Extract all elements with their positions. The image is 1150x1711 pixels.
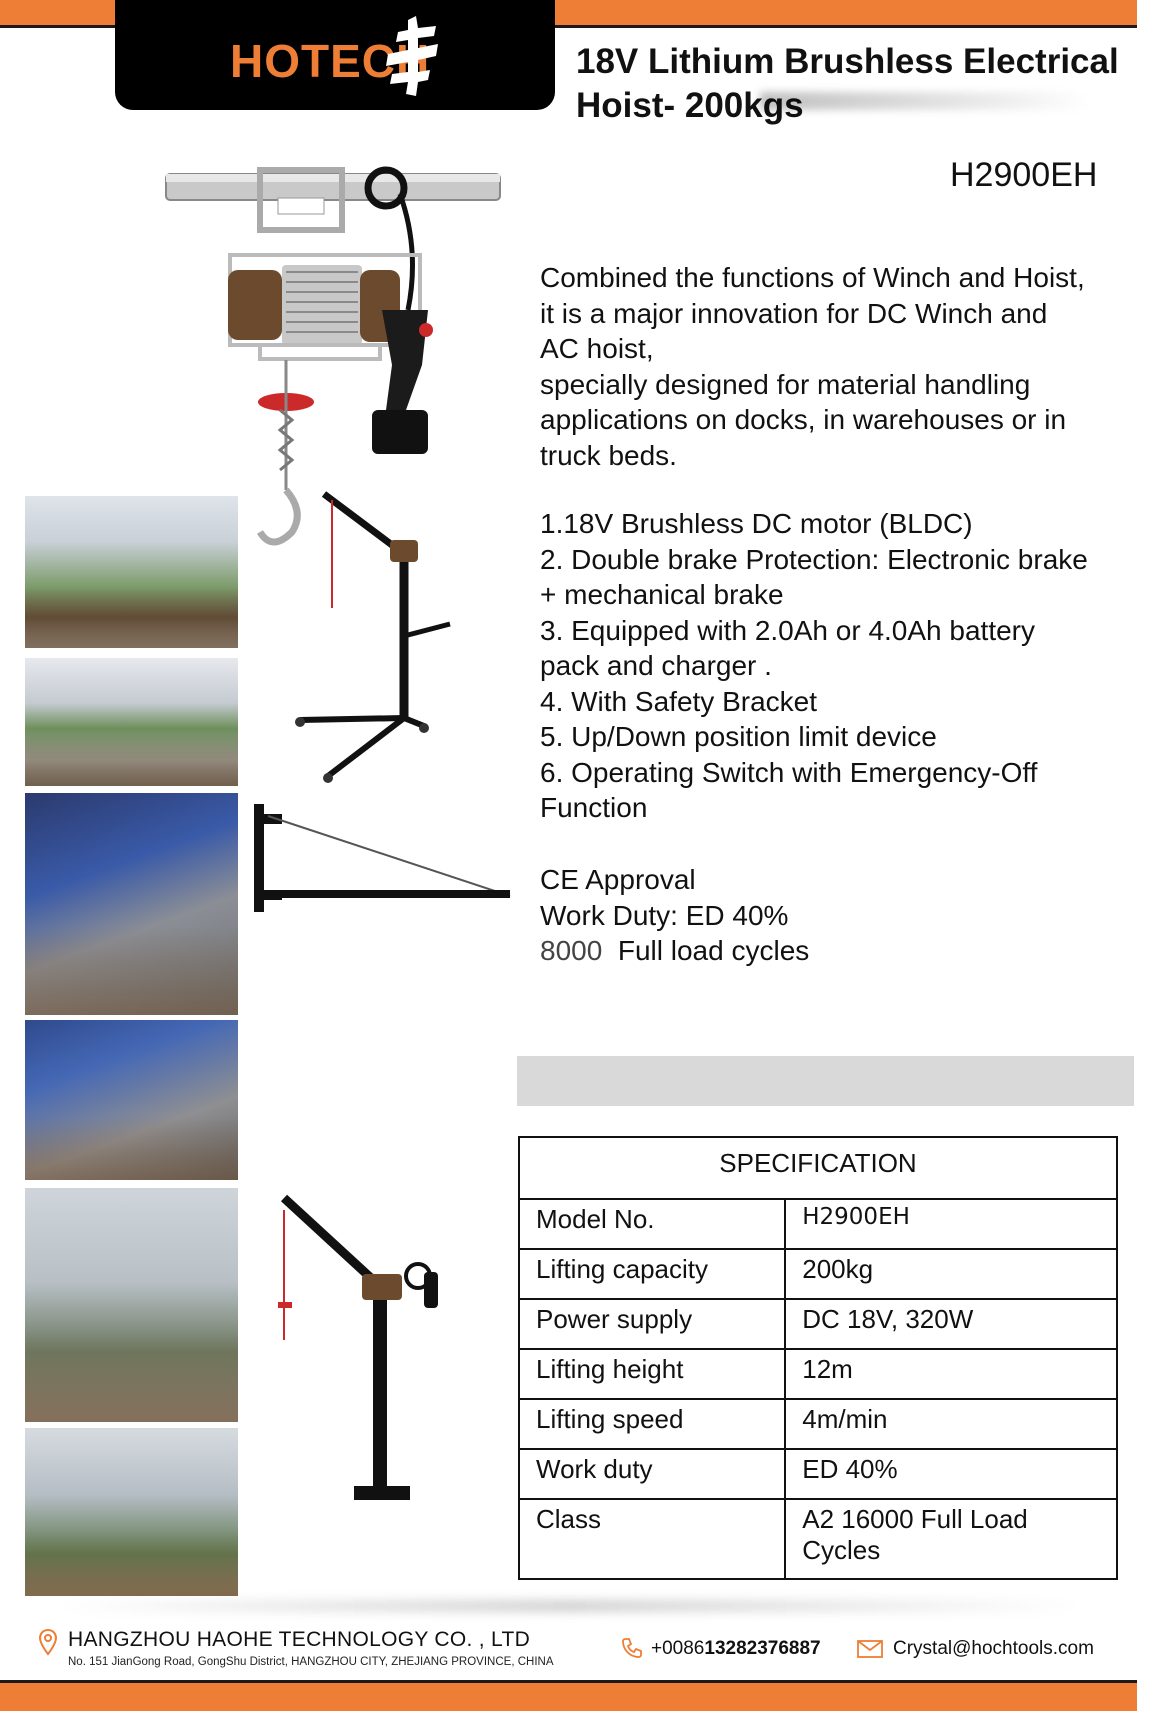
feature-item: 6. Operating Switch with Emergency-Off	[540, 756, 1038, 788]
table-row: Class A2 16000 Full Load Cycles	[517, 1498, 1118, 1580]
feature-item: + mechanical brake	[540, 579, 784, 610]
spec-value: 200kg	[784, 1248, 1118, 1300]
bottom-accent-band	[0, 1683, 1137, 1711]
feature-item: 3. Equipped with 2.0Ah or 4.0Ah battery	[540, 614, 1035, 646]
product-title: 18V Lithium Brushless Electrical Hoist- …	[576, 40, 1136, 128]
feature-list: 1.18V Brushless DC motor (BLDC) 2. Doubl…	[540, 506, 1140, 826]
bottom-divider-line	[0, 1680, 1137, 1683]
specification-table: SPECIFICATION Model No. H2900EH Lifting …	[517, 1136, 1118, 1580]
table-header: SPECIFICATION	[518, 1136, 1118, 1200]
spec-value: ED 40%	[784, 1448, 1118, 1500]
feature-item: 1.18V Brushless DC motor (BLDC)	[540, 508, 973, 539]
product-title-line2: Hoist- 200kgs	[576, 86, 804, 125]
phone-icon	[622, 1638, 642, 1658]
spec-value: A2 16000 Full Load Cycles	[784, 1498, 1118, 1580]
application-photo	[25, 496, 238, 648]
section-divider-bar	[517, 1056, 1134, 1106]
spec-key: Lifting speed	[517, 1398, 787, 1450]
logo-panel	[115, 0, 555, 110]
certification-block: CE Approval Work Duty: ED 40% 8000 Full …	[540, 862, 809, 969]
table-row: Power supply DC 18V, 320W	[517, 1298, 1118, 1350]
feature-item: 4. With Safety Bracket	[540, 685, 817, 717]
application-photo	[25, 1020, 238, 1180]
spec-value: H2900EH	[784, 1198, 1118, 1250]
spec-value: 4m/min	[784, 1398, 1118, 1450]
product-title-line1: 18V Lithium Brushless Electrical	[576, 42, 1119, 81]
table-row: Work duty ED 40%	[517, 1448, 1118, 1500]
spec-key: Class	[517, 1498, 787, 1580]
spec-key: Work duty	[517, 1448, 787, 1500]
spec-key: Model No.	[517, 1198, 787, 1250]
company-name: HANGZHOU HAOHE TECHNOLOGY CO. , LTD	[68, 1628, 531, 1651]
top-divider-line	[0, 25, 1137, 28]
application-photo	[25, 1428, 238, 1596]
feature-item: Function	[540, 792, 648, 823]
spec-value: 12m	[784, 1348, 1118, 1400]
ce-approval: CE Approval	[540, 864, 696, 895]
load-cycles-number: 8000	[540, 935, 603, 966]
feature-item: 5. Up/Down position limit device	[540, 721, 937, 752]
spec-value: DC 18V, 320W	[784, 1298, 1118, 1350]
location-pin-icon	[38, 1628, 58, 1656]
load-cycles-text: Full load cycles	[602, 935, 810, 966]
hoist-product-image	[165, 166, 501, 546]
application-photo	[25, 1188, 238, 1422]
phone-number[interactable]: +008613282376887	[651, 1638, 821, 1660]
mail-icon	[857, 1640, 883, 1658]
application-photo	[25, 793, 238, 1015]
logo-brand-mark-icon	[386, 16, 438, 96]
table-row: Lifting capacity 200kg	[517, 1248, 1118, 1300]
title-shadow	[760, 92, 1090, 110]
spec-key: Lifting capacity	[517, 1248, 787, 1300]
table-row: Lifting height 12m	[517, 1348, 1118, 1400]
load-cycles: 8000 Full load cycles	[540, 933, 809, 969]
table-header-row: SPECIFICATION	[518, 1136, 1118, 1200]
phone-prefix: +0086	[651, 1638, 705, 1659]
spec-key: Power supply	[517, 1298, 787, 1350]
table-row: Model No. H2900EH	[517, 1198, 1118, 1250]
model-number: H2900EH	[950, 156, 1098, 194]
application-photo	[25, 658, 238, 786]
product-description: Combined the functions of Winch and Hois…	[540, 262, 1085, 471]
tripod-hoist-image	[295, 491, 451, 783]
table-row: Lifting speed 4m/min	[517, 1398, 1118, 1450]
email-link[interactable]: Crystal@hochtools.com	[893, 1638, 1094, 1659]
feature-item: 2. Double brake Protection: Electronic b…	[540, 543, 1088, 575]
feature-item: pack and charger .	[540, 650, 772, 681]
wall-bracket-image	[254, 804, 511, 912]
work-duty: Work Duty: ED 40%	[540, 899, 789, 931]
company-address: No. 151 JianGong Road, GongShu District,…	[68, 1656, 554, 1668]
jib-crane-image	[278, 1194, 438, 1500]
phone-digits: 13282376887	[704, 1638, 821, 1659]
spec-key: Lifting height	[517, 1348, 787, 1400]
footer-shadow	[60, 1600, 1080, 1612]
